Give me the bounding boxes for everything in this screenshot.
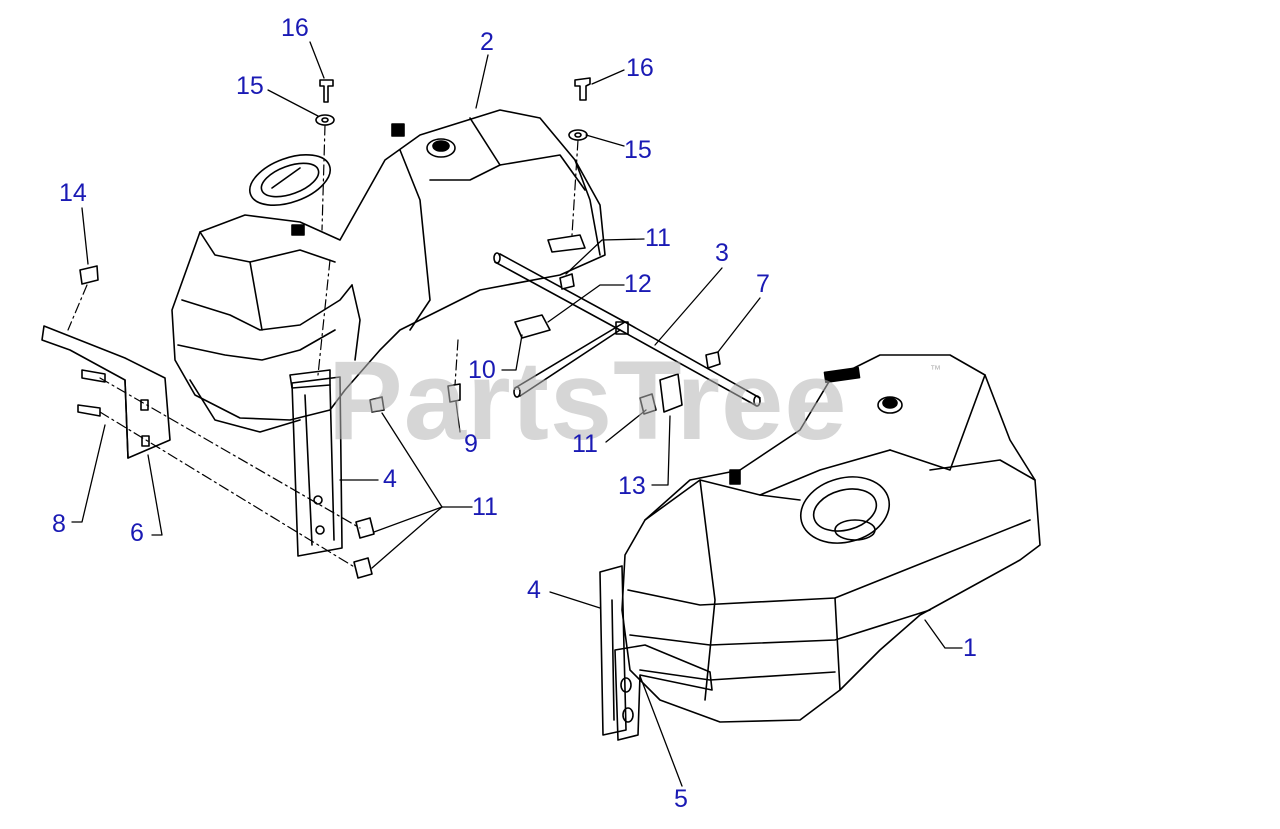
callout-16-right: 16 bbox=[626, 54, 654, 82]
callout-5: 5 bbox=[674, 785, 688, 813]
callout-6: 6 bbox=[130, 519, 144, 547]
callout-4-left: 4 bbox=[383, 465, 397, 493]
callout-15-left: 15 bbox=[236, 72, 264, 100]
bracket-5 bbox=[614, 644, 713, 741]
callout-1: 1 bbox=[963, 634, 977, 662]
callout-9: 9 bbox=[464, 430, 478, 458]
bracket-right-4 bbox=[599, 565, 627, 736]
fuel-line-3 bbox=[493, 252, 761, 407]
callout-2: 2 bbox=[480, 28, 494, 56]
bracket-left-4 bbox=[291, 376, 343, 557]
callout-11-top: 11 bbox=[645, 224, 671, 252]
callout-16-left: 16 bbox=[281, 14, 309, 42]
watermark-trademark: ™ bbox=[930, 364, 941, 376]
callout-15-right: 15 bbox=[624, 136, 652, 164]
callout-7: 7 bbox=[756, 270, 770, 298]
fuel-tank-right bbox=[621, 354, 1041, 723]
bracket-6 bbox=[41, 325, 171, 459]
callout-11-bottom: 11 bbox=[472, 493, 498, 521]
watermark-logo: PartsTree bbox=[328, 338, 848, 463]
fuel-tank-left bbox=[171, 109, 606, 433]
callout-11-mid: 11 bbox=[572, 430, 598, 458]
callout-12: 12 bbox=[624, 270, 652, 298]
callout-13: 13 bbox=[618, 472, 646, 500]
leader-lines bbox=[71, 41, 963, 787]
alignment-lines bbox=[67, 124, 579, 569]
callout-4-right: 4 bbox=[527, 576, 541, 604]
callout-10: 10 bbox=[468, 356, 496, 384]
hardware bbox=[77, 77, 721, 579]
callout-8: 8 bbox=[52, 510, 66, 538]
callout-14: 14 bbox=[59, 179, 87, 207]
callout-3: 3 bbox=[715, 239, 729, 267]
